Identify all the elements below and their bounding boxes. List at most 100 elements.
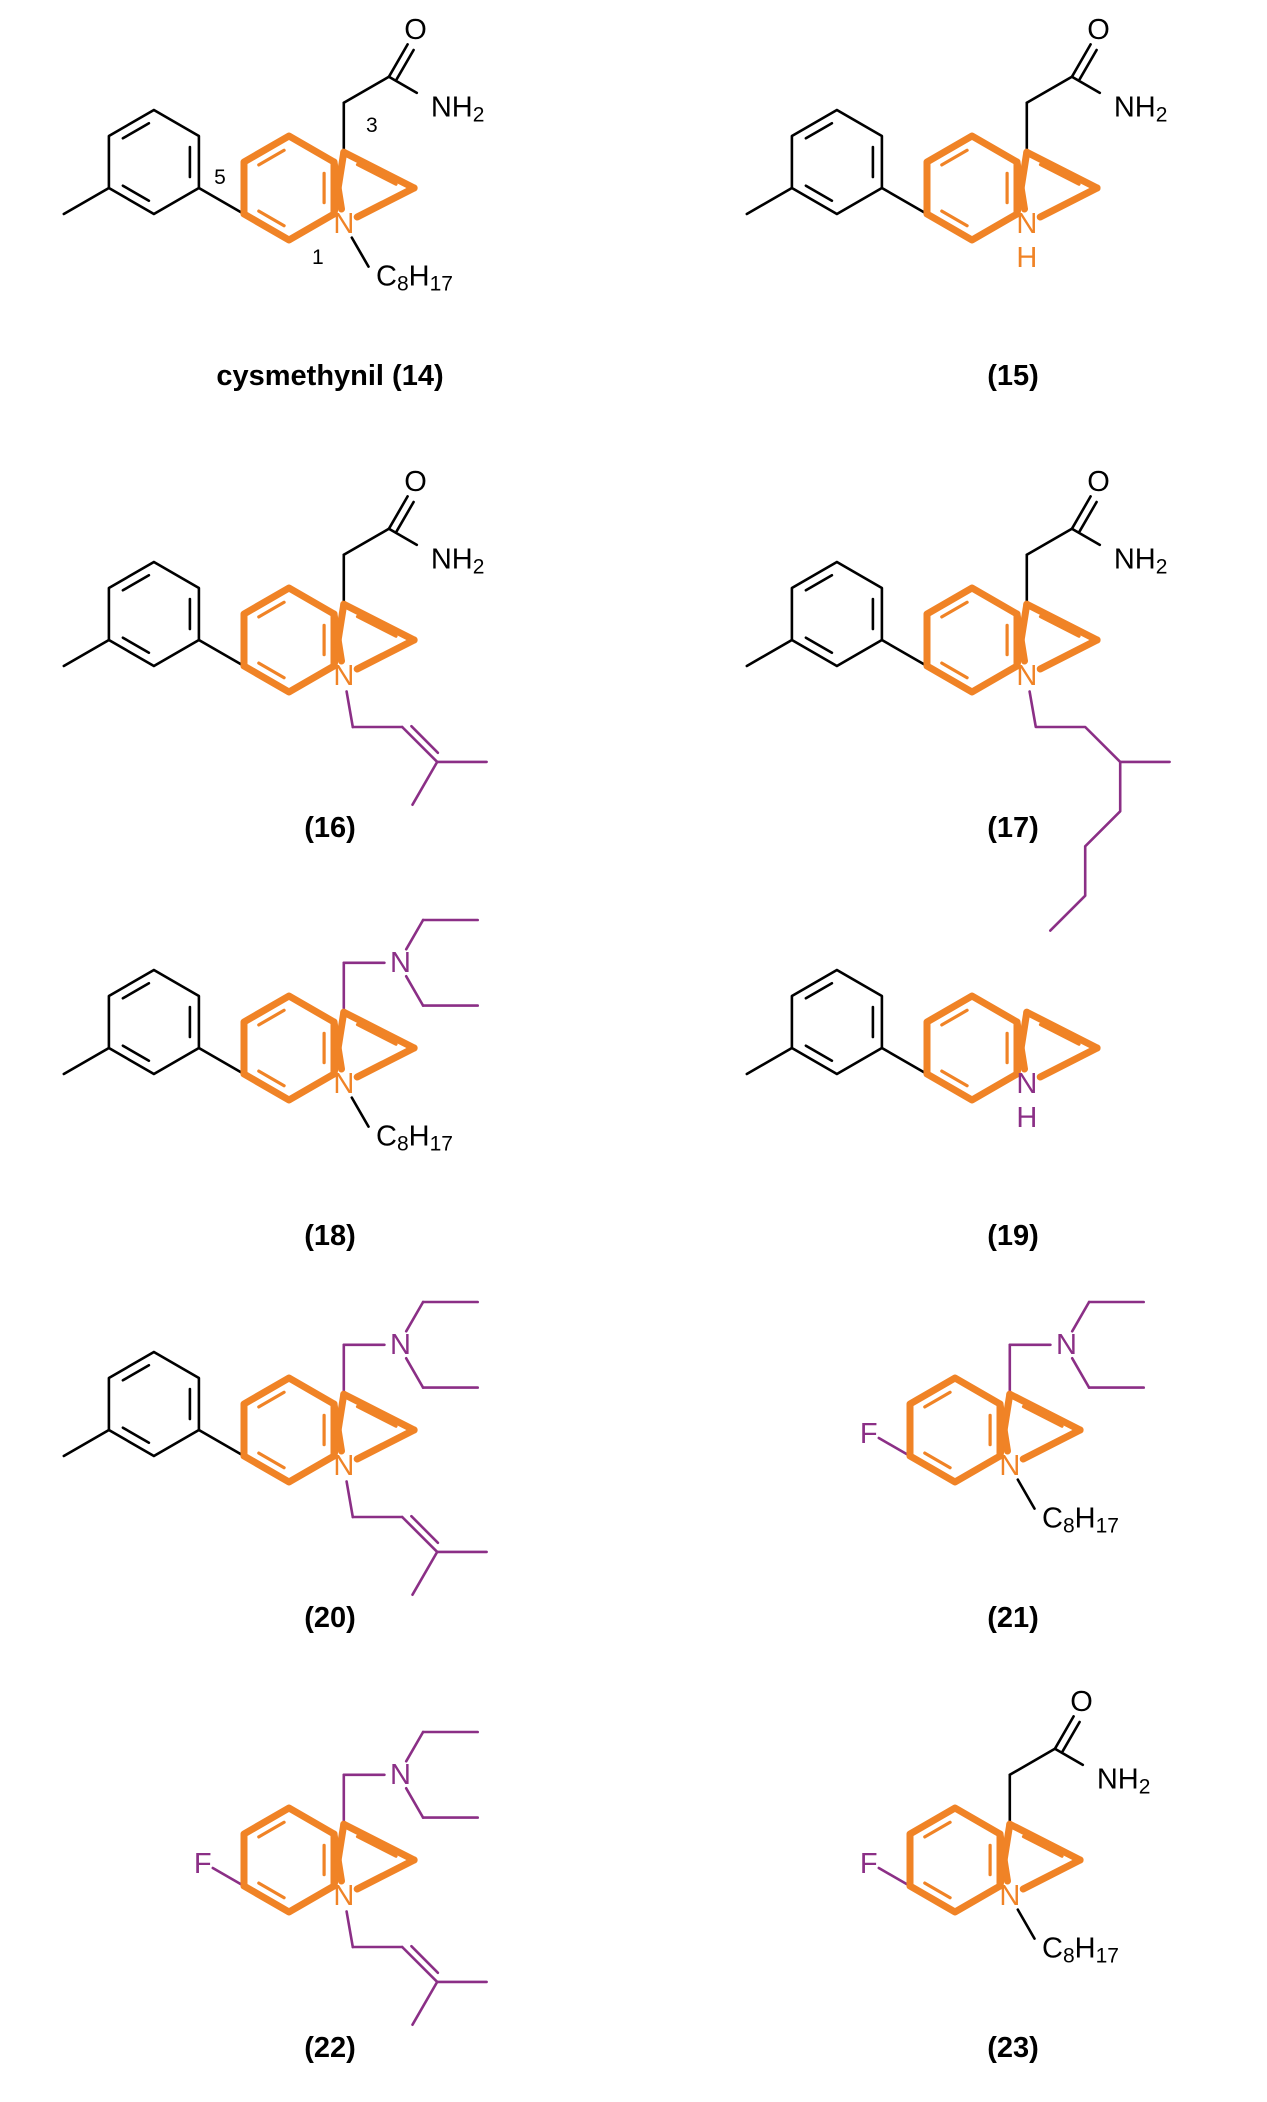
ethyl-bond — [404, 1730, 425, 1763]
ethyl-bond — [404, 1300, 425, 1333]
pyrrole-bond — [353, 1044, 418, 1081]
caption-17: (17) — [987, 812, 1039, 844]
oxygen-label: O — [1070, 1686, 1093, 1718]
nh2-label: NH2 — [431, 92, 485, 127]
indole-nitrogen-label: N — [333, 1880, 354, 1912]
aromatic-inner-bond — [355, 1404, 398, 1428]
fluorine-label: F — [860, 1848, 878, 1880]
prenyl-double-bond — [400, 1515, 439, 1554]
octyl-bond — [1016, 1478, 1036, 1510]
branched-chain — [1028, 690, 1122, 932]
pyrrole-bond — [996, 1400, 1011, 1455]
octyl-bond — [1016, 1908, 1036, 1940]
fluoro-bond — [877, 1866, 912, 1888]
ethyl-bond — [404, 1787, 425, 1819]
ethyl-bond — [404, 918, 425, 951]
indole-nitrogen-label: N — [333, 1068, 354, 1100]
caption-16: (16) — [304, 812, 356, 844]
caption-15: (15) — [987, 360, 1039, 392]
caption-21: (21) — [987, 1602, 1039, 1634]
amide-n-bond — [1053, 1747, 1085, 1767]
pyrrole-bond — [1036, 636, 1101, 673]
locant-1: 1 — [312, 246, 324, 269]
pyrrole-bond — [353, 1426, 418, 1463]
biaryl-bond — [197, 186, 246, 216]
aromatic-inner-bond — [804, 636, 834, 655]
molecule-19: NH — [745, 968, 1101, 1134]
aromatic-inner-bond — [121, 122, 151, 140]
amine-n-label: N — [390, 1759, 411, 1791]
pyrrole-bond — [340, 600, 418, 644]
pyrrole-bond — [330, 1400, 345, 1455]
indole-nitrogen-label: N — [1016, 660, 1037, 692]
indole-benzene-ring — [240, 1804, 338, 1916]
tolyl-ring — [107, 1350, 201, 1458]
carbonyl-carbon-bond — [1025, 527, 1074, 557]
aromatic-inner-bond — [804, 981, 834, 1000]
octyl-label: C8H17 — [1042, 1503, 1119, 1538]
oxygen-label: O — [404, 466, 427, 498]
methyl-bond — [411, 1980, 439, 2026]
pyrrole-bond — [1006, 1820, 1084, 1864]
caption-19: (19) — [987, 1220, 1039, 1252]
pyrrole-bond — [996, 1830, 1011, 1885]
aromatic-inner-bond — [804, 122, 834, 140]
double-bond-line — [410, 724, 440, 755]
aromatic-inner-bond — [355, 163, 398, 186]
indole-nitrogen-label: N — [1016, 1068, 1037, 1100]
nh2-label: NH2 — [1114, 92, 1168, 127]
indole-nitrogen-label: N — [999, 1880, 1020, 1912]
pyrrole-bond — [340, 1008, 418, 1052]
biaryl-bond — [880, 1046, 929, 1076]
tolyl-ring — [790, 560, 884, 668]
methyl-bond — [62, 1428, 111, 1458]
aromatic-inner-bond — [257, 1069, 286, 1088]
caption-14: cysmethynil (14) — [216, 360, 443, 392]
caption-23: (23) — [987, 2032, 1039, 2064]
caption-18: (18) — [304, 1220, 356, 1252]
aromatic-inner-bond — [121, 184, 151, 202]
octyl-bond — [350, 1096, 370, 1128]
fluoro-bond — [877, 1436, 912, 1458]
prenyl-bond — [345, 1480, 355, 1519]
indole-benzene-ring — [923, 584, 1021, 696]
methyl-bond — [62, 186, 111, 216]
indole-nitrogen-label: N — [333, 1450, 354, 1482]
aromatic-inner-bond — [1021, 1834, 1064, 1858]
fluoro-bond — [211, 1866, 246, 1888]
amide-n-bond — [1070, 527, 1102, 547]
aromatic-inner-bond — [257, 1881, 286, 1900]
nh2-label: NH2 — [1097, 1764, 1151, 1799]
pyrrole-bond — [330, 158, 345, 213]
carbonyl-bond — [1070, 43, 1092, 79]
double-bond-line — [410, 1514, 440, 1545]
carbonyl-carbon-bond — [342, 527, 391, 557]
carbonyl-carbon-bond — [342, 75, 391, 105]
nh2-label: NH2 — [431, 544, 485, 579]
amide-n-bond — [387, 75, 419, 95]
tolyl-ring — [107, 108, 201, 216]
biaryl-bond — [197, 1046, 246, 1076]
molecule-20: NN — [62, 1300, 488, 1596]
aromatic-inner-bond — [1038, 163, 1081, 186]
methyl-bond — [745, 1046, 794, 1076]
aromatic-inner-bond — [923, 1881, 952, 1900]
tolyl-ring — [107, 560, 201, 668]
double-bond-line — [395, 48, 415, 81]
oxygen-label: O — [1087, 466, 1110, 498]
tolyl-ring — [107, 968, 201, 1076]
aromatic-inner-bond — [940, 600, 969, 619]
oxygen-label: O — [1087, 14, 1110, 46]
aromatic-inner-bond — [804, 573, 834, 592]
indole-nh-hydrogen-label: H — [1016, 242, 1037, 274]
pyrrole-bond — [340, 148, 418, 192]
aromatic-inner-bond — [923, 1390, 952, 1409]
indole-nh-hydrogen-label: H — [1016, 1102, 1037, 1134]
pyrrole-bond — [340, 1820, 418, 1864]
methyl-bond — [62, 1046, 111, 1076]
